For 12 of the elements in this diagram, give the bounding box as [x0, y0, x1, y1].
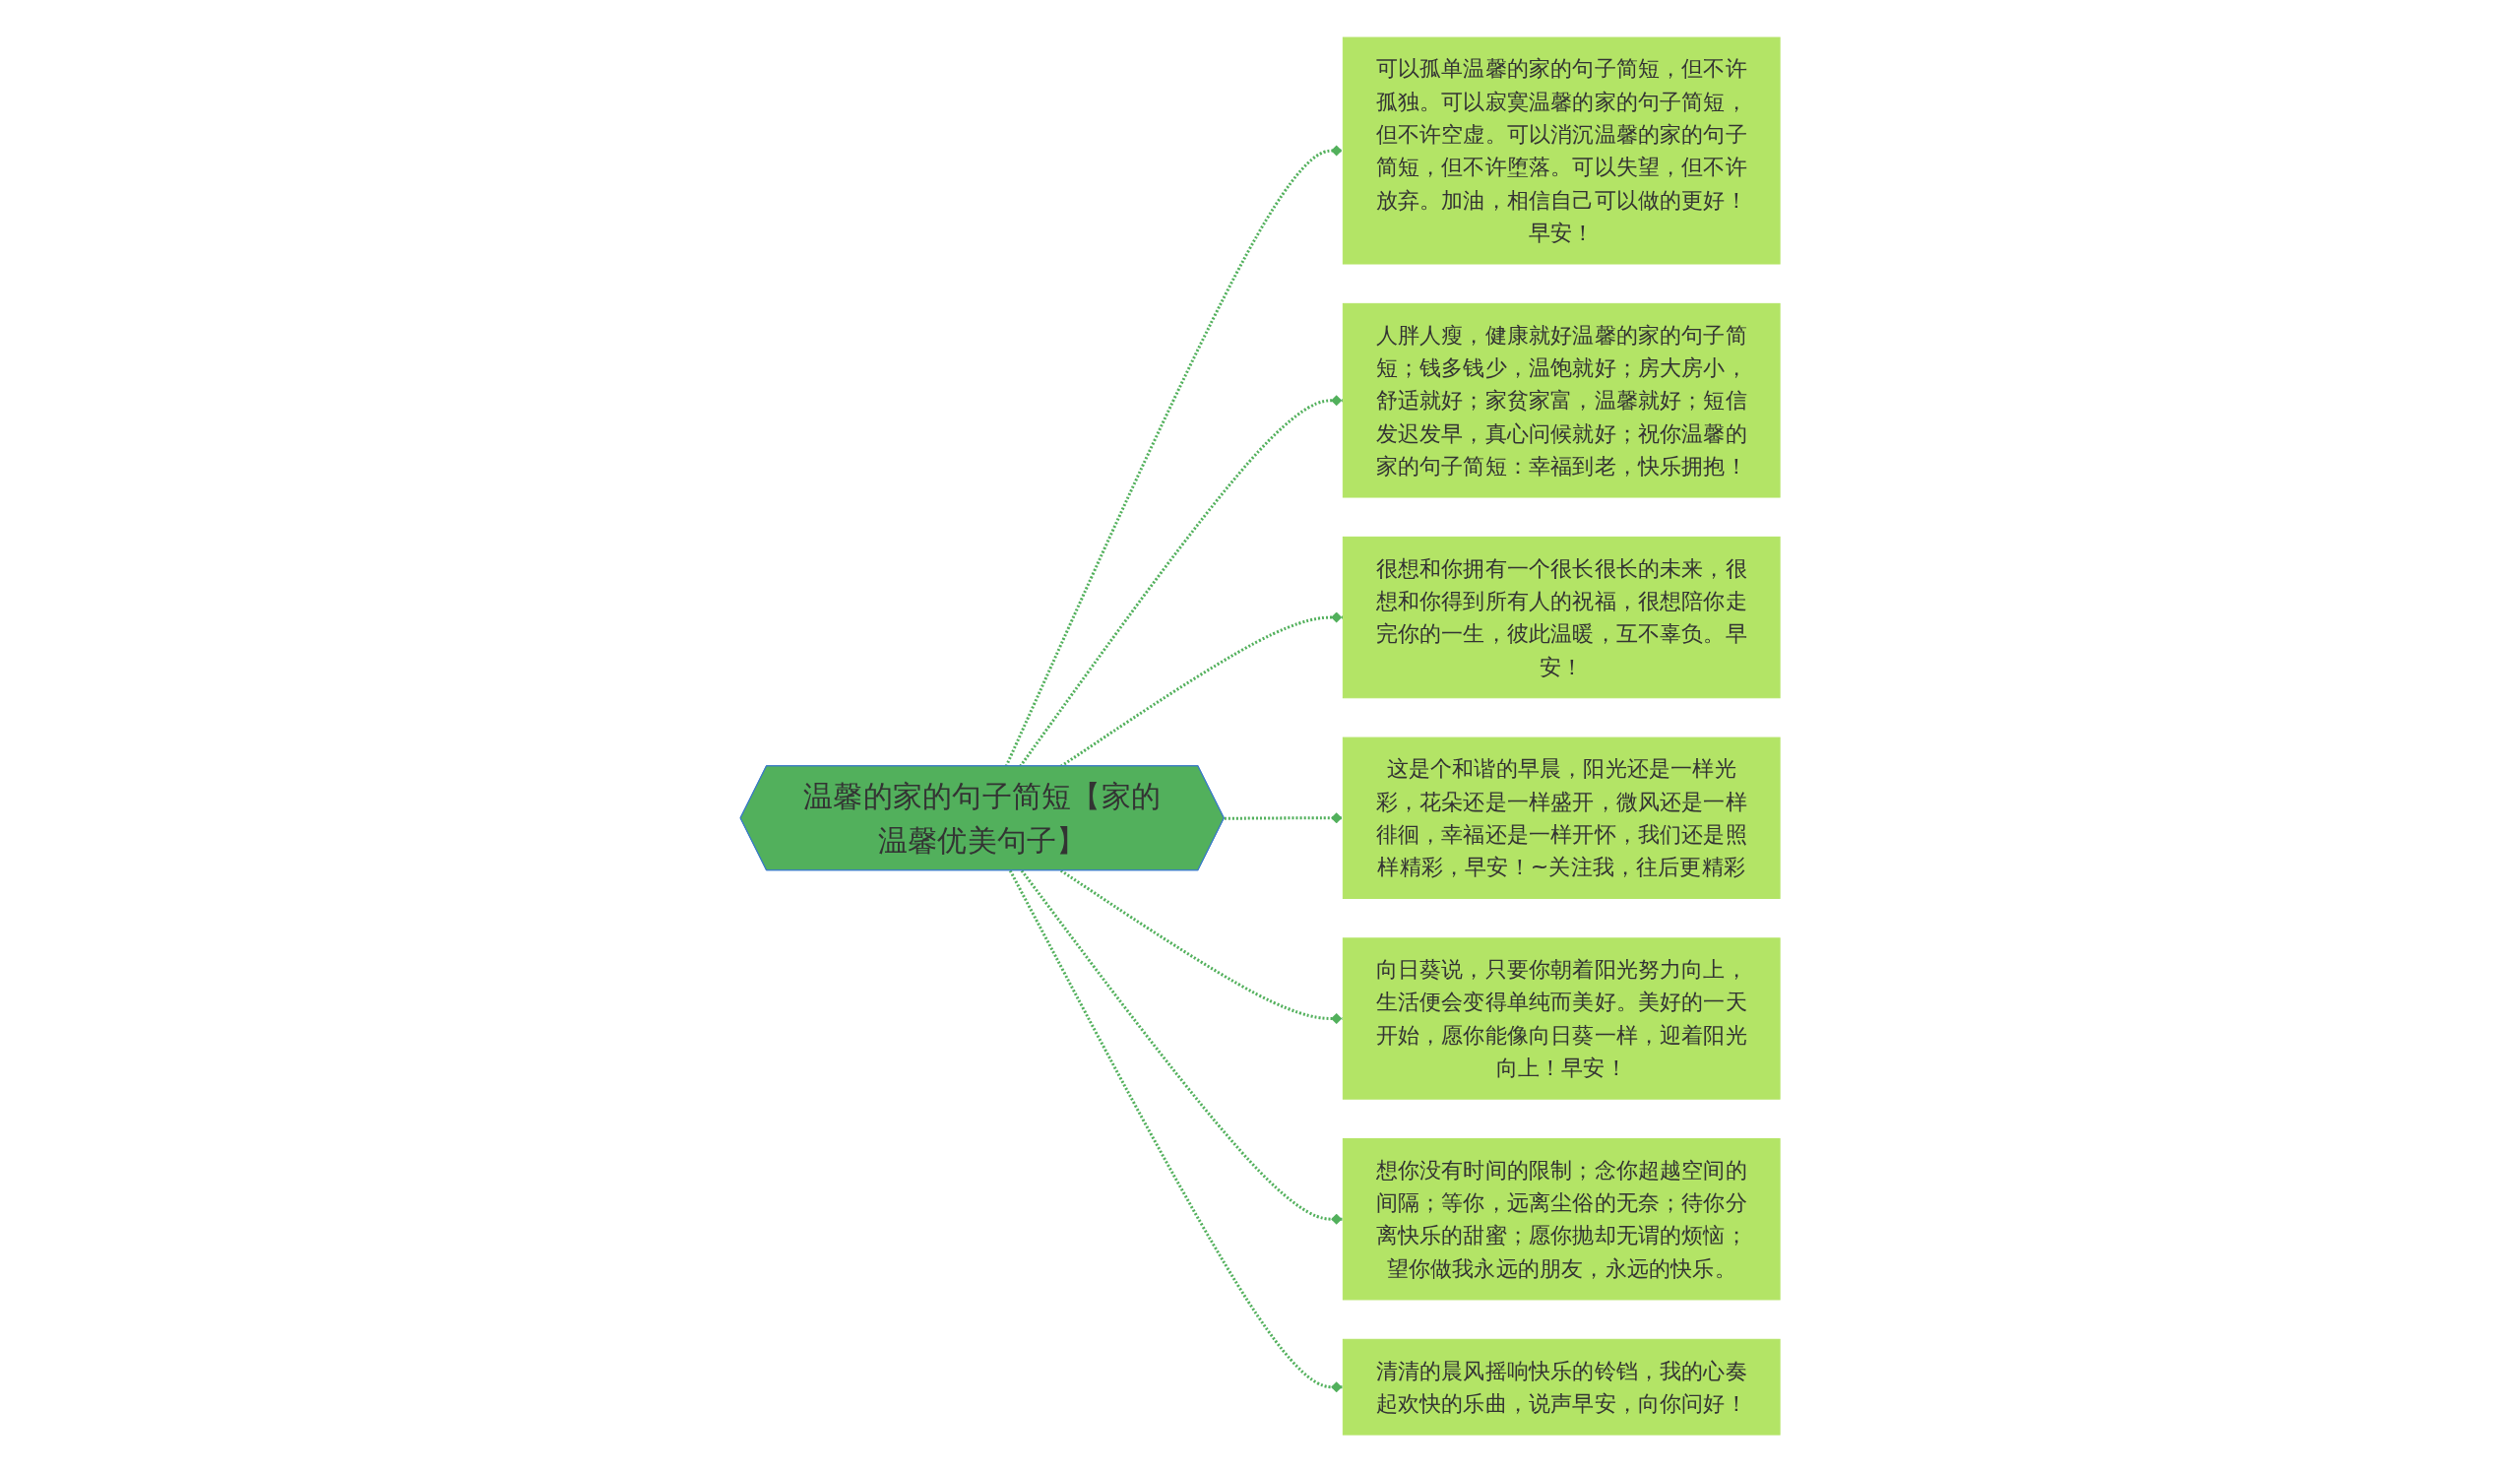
node-box: 向日葵说，只要你朝着阳光努力向上，生活便会变得单纯而美好。美好的一天开始，愿你能像向日葵一样，迎着阳光向上！早安！ [1342, 937, 1781, 1100]
connector [1020, 869, 1344, 1225]
connector [1224, 812, 1344, 824]
node-box: 清清的晨风摇响快乐的铃铛，我的心奏起欢快的乐曲，说声早安，向你问好！ [1342, 1338, 1781, 1436]
connector [1004, 145, 1344, 767]
node-box: 很想和你拥有一个很长很长的未来，很想和你得到所有人的祝福，很想陪你走完你的一生，彼此温暖，互不辜负。早安！ [1342, 536, 1781, 699]
connector [1059, 868, 1344, 1024]
node-box: 人胖人瘦，健康就好温馨的家的句子简短；钱多钱少，温饱就好；房大房小，舒适就好；家贫家富，温馨就好；短信发迟发早，真心问候就好；祝你温馨的家的句子简短：幸福到老，快乐拥抱！ [1342, 302, 1781, 498]
connector [1008, 869, 1344, 1393]
node-box: 想你没有时间的限制；念你超越空间的间隔；等你，远离尘俗的无奈；待你分离快乐的甜蜜；愿你抛却无谓的烦恼；望你做我永远的朋友，永远的快乐。 [1342, 1137, 1781, 1301]
node-box: 这是个和谐的早晨，阳光还是一样光彩，花朵还是一样盛开，微风还是一样徘徊，幸福还是一样开怀，我们还是照样精彩，早安！~关注我，往后更精彩 [1342, 736, 1781, 899]
node-box: 可以孤单温馨的家的句子简短，但不许孤独。可以寂寞温馨的家的句子简短，但不许空虚。可以消沉温馨的家的句子简短，但不许堕落。可以失望，但不许放弃。加油，相信自己可以做的更好！早安！ [1342, 36, 1781, 265]
